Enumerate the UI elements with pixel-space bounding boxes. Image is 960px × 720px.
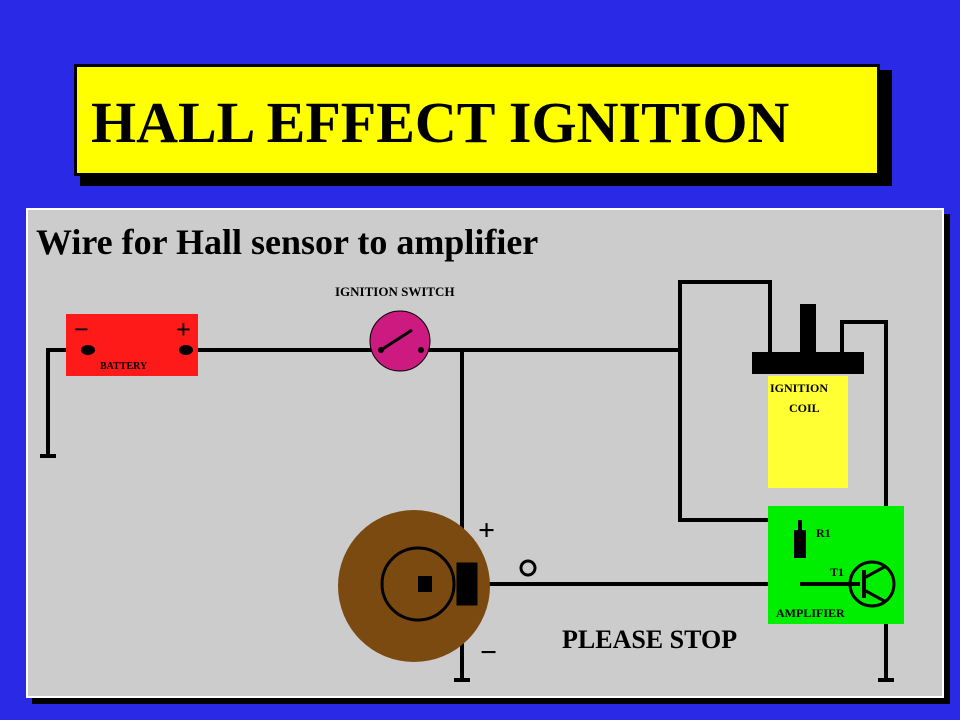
wires xyxy=(40,280,894,682)
switch-contact-right xyxy=(418,347,424,353)
battery-label: BATTERY xyxy=(100,361,148,372)
coil-output-wire xyxy=(840,320,888,574)
ignition-switch: IGNITION SWITCH xyxy=(335,284,455,372)
title-box: HALL EFFECT IGNITION xyxy=(74,64,880,176)
t1-label: T1 xyxy=(830,565,844,579)
trigger-wheel xyxy=(380,546,456,622)
subtitle: Wire for Hall sensor to amplifier xyxy=(36,222,538,262)
coil-label-line2: COIL xyxy=(789,401,820,415)
page-title: HALL EFFECT IGNITION xyxy=(91,90,790,155)
coil-body xyxy=(768,376,848,488)
amplifier-label: AMPLIFIER xyxy=(776,606,845,620)
sensor-plus-label: + xyxy=(478,514,495,547)
please-stop-caption: PLEASE STOP xyxy=(562,625,737,654)
ignition-switch-label: IGNITION SWITCH xyxy=(335,284,455,299)
transistor-emitter xyxy=(863,588,887,604)
coil-feed-wire xyxy=(678,280,772,356)
battery-plus-label: + xyxy=(176,315,191,344)
ignition-coil: IGNITION COIL xyxy=(752,304,864,488)
coil-cap xyxy=(752,352,864,374)
coil-hv-terminal xyxy=(800,304,816,356)
r1-label: R1 xyxy=(816,526,831,540)
battery-minus-label: − xyxy=(74,315,89,344)
hall-sensor-assembly: + − xyxy=(338,510,537,669)
sensor-output-terminal xyxy=(519,559,537,577)
transistor-collector xyxy=(863,564,887,580)
sensor-minus-label: − xyxy=(480,636,497,669)
r1-resistor xyxy=(794,530,806,558)
battery-positive-terminal xyxy=(179,345,193,355)
switch-lever xyxy=(380,328,413,352)
hall-sensor xyxy=(455,561,479,607)
amplifier-module: R1 T1 AMPLIFIER xyxy=(768,506,904,624)
battery-negative-terminal xyxy=(81,345,95,355)
transistor-t1 xyxy=(848,560,896,608)
shaft-square xyxy=(418,576,432,592)
distributor-disc xyxy=(338,510,490,662)
ignition-switch-body xyxy=(369,310,431,372)
battery: − + BATTERY xyxy=(66,314,198,376)
coil-label-line1: IGNITION xyxy=(770,381,828,395)
